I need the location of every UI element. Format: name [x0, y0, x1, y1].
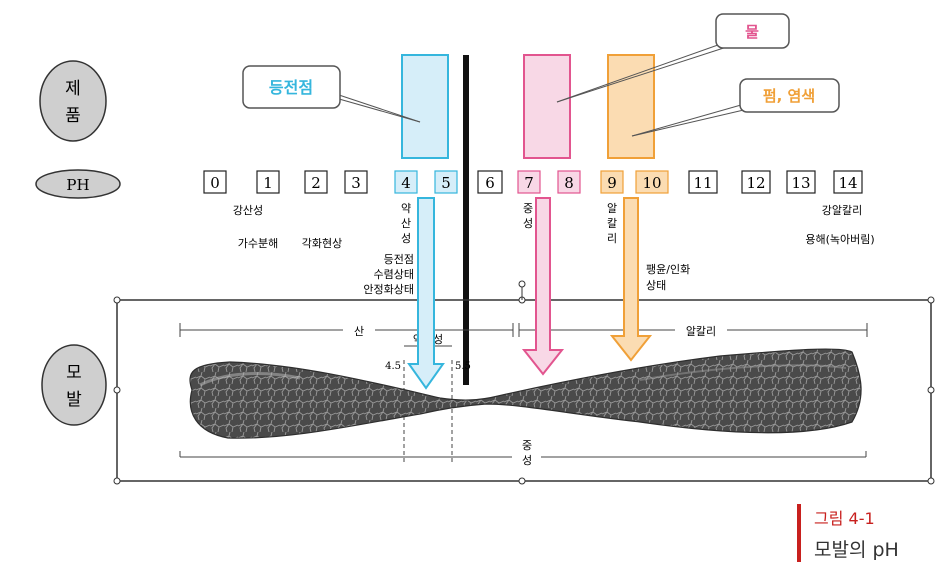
hair-label: 모 발	[42, 345, 106, 425]
isoelectric-bar	[402, 55, 448, 158]
caption-figure-number: 그림 4-1	[814, 509, 875, 528]
ph-value-2: 2	[311, 174, 321, 192]
hydrolysis-text: 가수분해	[238, 236, 278, 250]
ph-label-text: PH	[66, 176, 89, 194]
caption-title: 모발의 pH	[814, 539, 899, 561]
neutral-vertical-1: 중	[523, 202, 533, 215]
neutral-vertical-2: 성	[523, 217, 533, 230]
alkali-vertical-3: 리	[607, 232, 617, 245]
perm-dye-callout-text: 펌, 염색	[763, 87, 815, 105]
ph-value-10: 10	[642, 174, 661, 192]
weak-acid-vertical-3: 성	[401, 232, 411, 245]
strong-alkali-text: 강알칼리	[822, 203, 862, 217]
acid-range-label: 산	[354, 325, 364, 338]
ph-value-8: 8	[564, 174, 574, 192]
swelling-state-1: 팽윤/인화	[646, 263, 690, 276]
weak-acid-vertical-2: 산	[401, 217, 411, 230]
tick-high-label: 5.5	[455, 361, 471, 372]
swelling-state-2: 상태	[646, 279, 666, 292]
hair-label-line2: 발	[66, 390, 82, 410]
water-callout-text: 물	[745, 23, 759, 41]
isoelectric-state-3: 안정화상태	[363, 283, 414, 296]
product-label-line2: 품	[65, 106, 81, 126]
ph-value-4: 4	[401, 174, 411, 192]
ph-value-9: 9	[607, 174, 617, 192]
ph-value-1: 1	[263, 174, 273, 192]
ph-value-5: 5	[441, 174, 451, 192]
perm-dye-callout: 펌, 염색	[632, 79, 839, 136]
ph-value-6: 6	[485, 174, 495, 192]
weak-acid-vertical-1: 약	[401, 201, 411, 215]
alkali-vertical-1: 알	[607, 201, 617, 215]
ph-value-11: 11	[693, 174, 712, 192]
hair-label-line1: 모	[66, 363, 82, 383]
neutral-bottom-1: 중	[522, 439, 532, 452]
ph-value-14: 14	[838, 174, 857, 192]
isoelectric-state-2: 수렴상태	[374, 268, 414, 281]
isoelectric-state-1: 등전점	[384, 253, 414, 266]
ph-value-0: 0	[210, 174, 220, 192]
ph-value-3: 3	[351, 174, 361, 192]
ph-value-7: 7	[524, 174, 534, 192]
alkali-range-label: 알칼리	[686, 324, 716, 338]
ph-value-13: 13	[791, 174, 810, 192]
product-label: 제 품	[40, 61, 106, 141]
keratinization-text: 각화현상	[302, 237, 342, 250]
alkali-vertical-2: 칼	[607, 217, 617, 230]
perm-dye-arrow	[612, 198, 650, 360]
ph-value-12: 12	[746, 174, 765, 192]
product-label-line1: 제	[65, 79, 81, 99]
isoelectric-callout: 등전점	[243, 66, 420, 122]
strong-acid-text: 강산성	[233, 204, 263, 217]
isoelectric-arrow	[409, 198, 443, 388]
tick-low-label: 4.5	[385, 361, 401, 372]
hair-strand	[190, 349, 861, 438]
neutral-bottom-2: 성	[522, 454, 532, 467]
ph-label: PH	[36, 170, 120, 198]
water-bar	[524, 55, 570, 158]
dissolution-text: 용해(녹아버림)	[805, 232, 874, 246]
divider-line	[463, 55, 469, 385]
caption-accent-bar	[797, 504, 801, 562]
isoelectric-callout-text: 등전점	[269, 78, 313, 97]
